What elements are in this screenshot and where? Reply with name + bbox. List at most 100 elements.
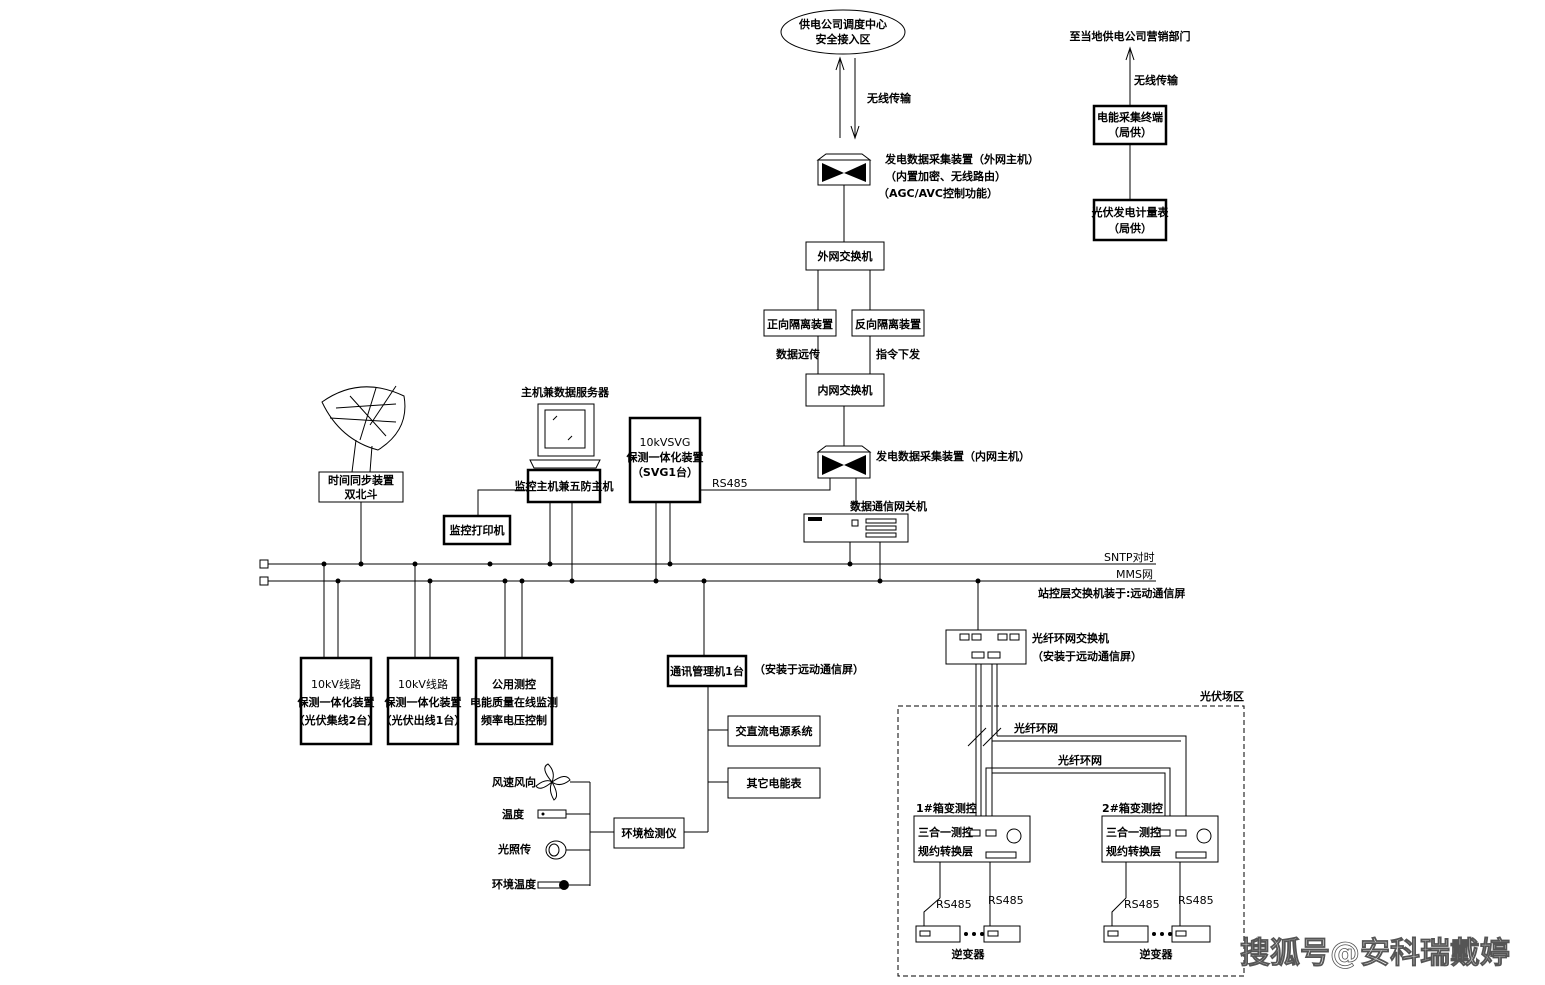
fwd-isolator-box [763,309,837,337]
rs485-top-label: RS485 [712,477,748,490]
computer-monitor-icon [529,403,601,469]
line10kv-a-line3: （光伏集线2台） [294,713,379,727]
arrow-up-icon-right [1125,46,1135,61]
pv-meter-box [1092,198,1168,242]
watermark: 搜狐号@安科瑞戴婷 [1240,936,1510,971]
comm-mgr-note: （安装于远动通信屏） [754,662,864,676]
dispatch-ellipse [780,9,906,55]
gateway-label: 数据通信网关机 [850,499,927,513]
box1-inv-link [923,897,941,926]
energy-terminal-box [1092,104,1168,146]
printer-link [477,489,528,516]
data-up-label: 数据远传 [776,347,820,361]
arrow-down-icon [850,125,860,140]
int-host-device-icon [816,445,872,479]
line10kv-b-box [386,656,460,746]
ext-host-device-icon [816,153,872,186]
ext-host-line1: 发电数据采集装置（外网主机） [884,152,1039,166]
public-box [474,656,554,746]
monitor-host-label: 监控主机兼五防主机 [515,479,614,493]
public-line3: 频率电压控制 [481,713,547,727]
server-title: 主机兼数据服务器 [521,385,610,399]
time-sync-line1: 时间同步装置 [328,473,394,487]
inverter-1a [915,925,961,943]
box1-line1: 三合一测控 [918,825,973,839]
line10kv-a-line2: 保测一体化装置 [297,695,375,709]
sensor-temp-label: 温度 [502,807,525,821]
sensor-light-label: 光照传 [497,842,531,856]
ellipsis-dots-1 [964,932,984,936]
ext-host-line3: （AGC/AVC控制功能） [878,186,998,200]
inverter-2b-port [1175,930,1187,937]
station-switch-label: 站控层交换机装于:远动通信屏 [1038,586,1185,600]
satellite-dish-icon [321,385,406,473]
power-sys-box [727,715,821,747]
fwd-isolator-label: 正向隔离装置 [767,317,833,331]
dispatch-line1: 供电公司调度中心 [798,17,887,31]
dispatch-line2: 安全接入区 [816,32,871,46]
wind-fan-icon [535,763,571,801]
box2-line2: 规约转换层 [1106,844,1161,858]
energy-terminal-line1: 电能采集终端 [1097,110,1163,124]
marketing-label: 至当地供电公司营销部门 [1070,29,1191,43]
fiber-ring2-label: 光纤环网 [1057,753,1102,767]
mms-label: MMS网 [1116,568,1153,581]
other-meter-label: 其它电能表 [747,776,803,790]
inverter-1a-port [919,930,931,937]
temp-sensor-dot [541,812,545,816]
line10kv-a-box [299,656,373,746]
bus-sntp-terminal [259,559,269,569]
sntp-label: SNTP对时 [1104,550,1155,564]
int-host-label: 发电数据采集装置（内网主机） [875,449,1030,463]
inverter-2a [1103,925,1149,943]
int-switch-box [805,373,885,407]
fiber-switch-device-icon [945,629,1027,665]
arrow-up-icon [835,56,845,71]
box2-inv-link [1111,897,1127,926]
rev-isolator-label: 反向隔离装置 [855,317,921,331]
env-box [613,817,685,849]
power-sys-label: 交直流电源系统 [736,724,813,738]
line10kv-b-line2: 保测一体化装置 [384,695,462,709]
time-sync-box [318,471,404,503]
printer-box [442,514,512,546]
fiber-ring1-label: 光纤环网 [1013,721,1058,735]
wireless-top-label: 无线传输 [866,91,912,105]
line10kv-b-line3: （光伏出线1台） [381,713,466,727]
fiber-switch-note: （安装于远动通信屏） [1032,649,1142,663]
svg-box [628,416,702,504]
svg-line1: 10kVSVG [640,436,691,449]
pv-meter-line2: （局供） [1108,221,1152,235]
thermometer-icon [537,880,569,890]
public-line1: 公用测控 [492,677,536,691]
svg-line3: （SVG1台） [632,465,698,479]
rs485-label-1: RS485 [936,898,972,911]
inverter-2b [1171,925,1211,943]
rs485-label-4: RS485 [1178,894,1214,907]
rs485-label-3: RS485 [1124,898,1160,911]
comm-mgr-label: 通讯管理机1台 [670,664,744,678]
box2-line1: 三合一测控 [1106,825,1161,839]
ext-switch-box [805,241,885,271]
gateway-device-icon [803,513,909,543]
pv-area-label: 光伏场区 [1199,689,1244,703]
monitor-host-box [526,468,602,504]
int-switch-label: 内网交换机 [818,383,873,397]
fiber-switch-label: 光纤环网交换机 [1031,631,1109,645]
box2-ports-icon [1159,828,1212,859]
public-line2: 电能质量在线监测 [470,695,558,709]
inverter-label-2: 逆变器 [1140,947,1174,961]
inverter-1b-port [987,930,999,937]
rev-isolator-box [851,309,925,337]
pv-area-region [897,705,1245,977]
printer-label: 监控打印机 [450,523,505,537]
other-meter-box [727,767,821,799]
cmd-down-label: 指令下发 [876,347,921,361]
svg-line2: 保测一体化装置 [626,450,704,464]
env-label: 环境检测仪 [622,826,678,840]
light-sensor-icon [545,840,567,860]
inverter-2a-port [1107,930,1119,937]
box1-title: 1#箱变测控 [916,801,977,815]
box1-line2: 规约转换层 [918,844,973,858]
